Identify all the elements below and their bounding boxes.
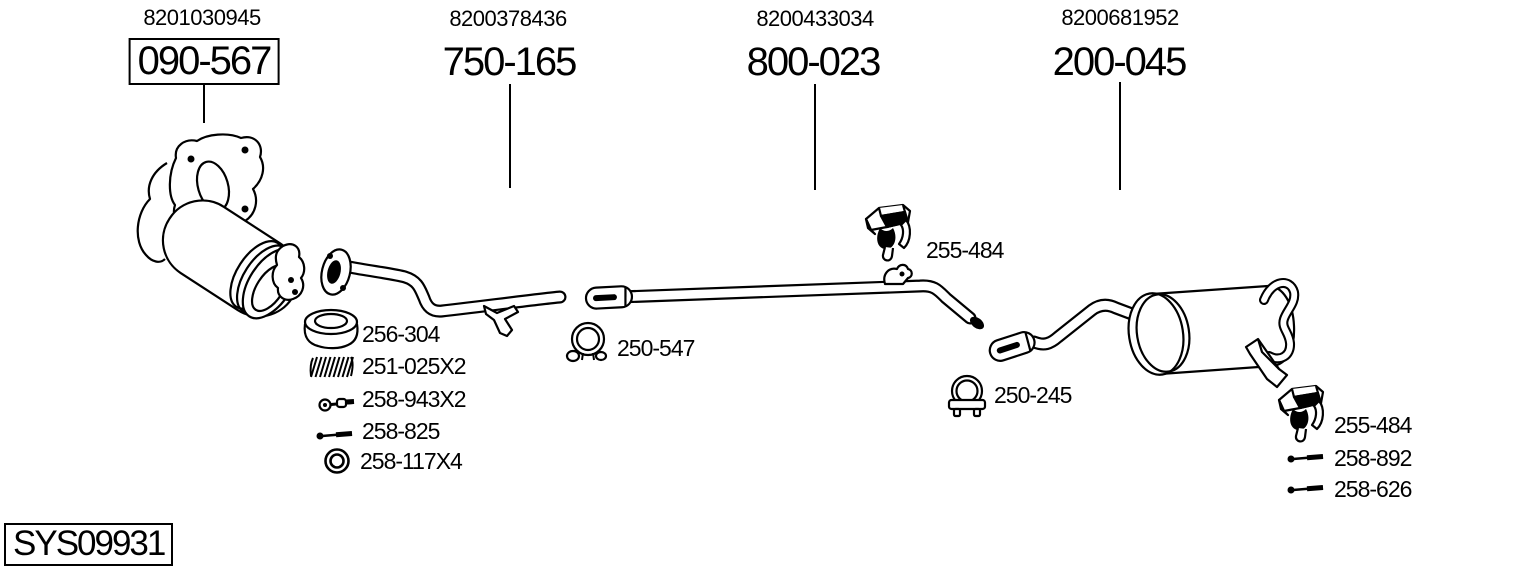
rubber-hanger-icon-center — [864, 203, 912, 262]
assembly-oem-number-4: 8200681952 — [1061, 5, 1179, 30]
part-label-center-hanger: 255-484 — [926, 237, 1004, 263]
washer-icon — [324, 448, 350, 474]
rear-bolt-icon-2 — [1287, 485, 1324, 494]
assembly-ref-number-4: 200-045 — [1052, 40, 1188, 84]
pipe-bracket-icon — [482, 304, 520, 338]
part-label-rear-bolt-1: 258-892 — [1334, 445, 1412, 471]
leader-lines — [203, 82, 1121, 190]
part-label-gasket: 256-304 — [362, 321, 440, 347]
u-bolt-clamp-icon — [947, 374, 987, 418]
part-label-spring: 251-025X2 — [362, 353, 467, 379]
assembly-ref-number-2: 750-165 — [442, 40, 578, 84]
part-label-rear-hanger: 255-484 — [1334, 412, 1412, 438]
assembly-oem-number-3: 8200433034 — [756, 6, 874, 31]
coil-spring-icon — [309, 356, 354, 378]
rubber-hanger-icon-rear — [1277, 384, 1325, 443]
part-label-rear-bolt-2: 258-626 — [1334, 476, 1412, 502]
front-pipe-drawing — [320, 248, 567, 338]
assembly-oem-number-1: 8201030945 — [143, 5, 261, 30]
part-label-front-clamp: 250-547 — [617, 335, 695, 361]
silencer-bracket-icon — [1244, 337, 1289, 389]
assembly-ref-number-3: 800-023 — [746, 40, 882, 84]
rear-bolt-icon-1 — [1287, 454, 1324, 463]
center-pipe-drawing — [584, 263, 985, 330]
part-label-bolt: 258-825 — [362, 418, 440, 444]
catalytic-converter-drawing — [136, 133, 306, 320]
part-label-rear-clamp: 250-245 — [994, 382, 1072, 408]
assembly-ref-box-1: 090-567 — [128, 38, 280, 85]
assembly-ref-number-1: 090-567 — [137, 39, 273, 83]
hanger-pin-icon — [883, 263, 913, 286]
spring-bolt-icon — [318, 397, 355, 412]
rear-silencer-drawing — [988, 278, 1300, 389]
pipe-clamp-icon — [565, 321, 608, 363]
system-code-box: SYS09931 — [4, 523, 174, 566]
part-label-spring-bolt: 258-943X2 — [362, 386, 467, 412]
part-label-washer: 258-117X4 — [360, 448, 463, 474]
bolt-icon — [316, 431, 353, 440]
assembly-oem-number-2: 8200378436 — [449, 6, 567, 31]
gasket-ring-icon — [303, 308, 359, 350]
